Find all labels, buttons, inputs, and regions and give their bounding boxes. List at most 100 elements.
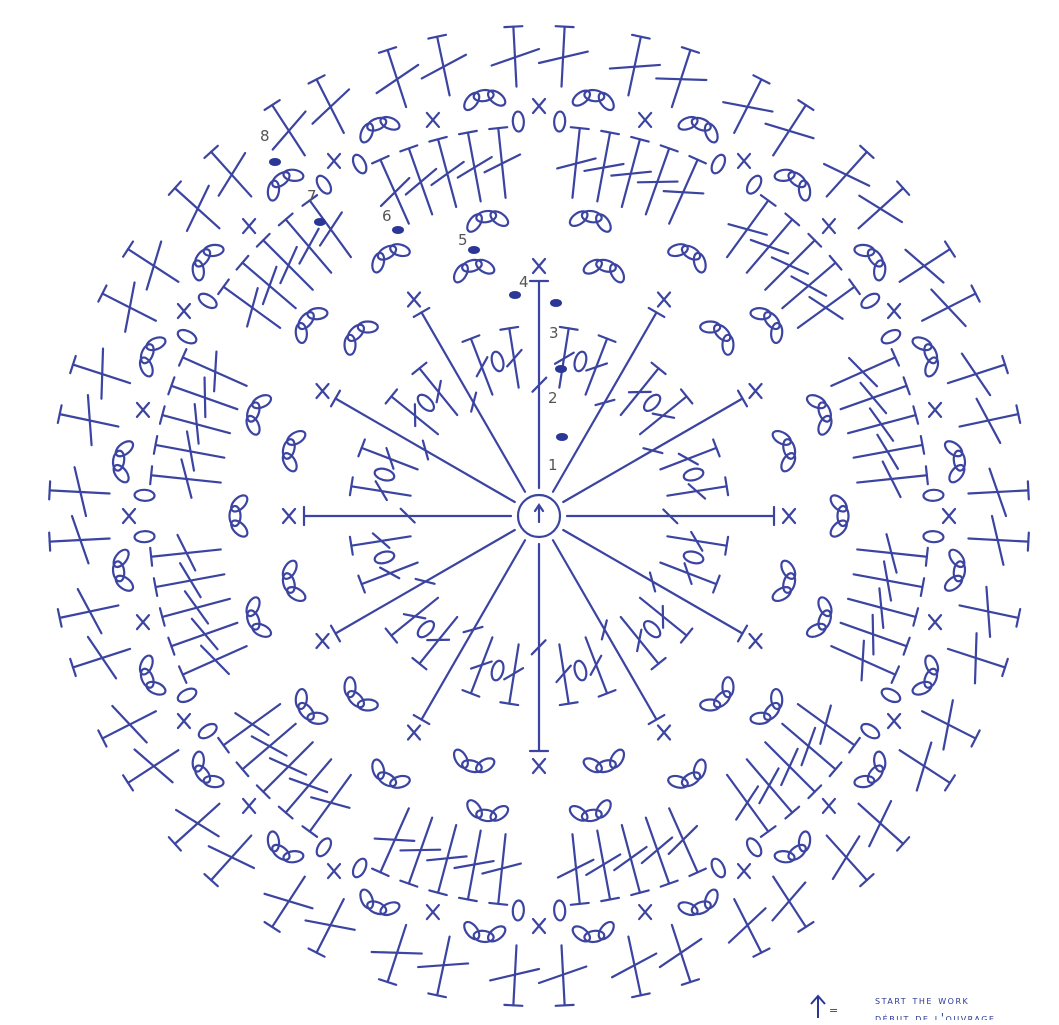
stitch-slash bbox=[664, 191, 704, 193]
round-6-double-crochet bbox=[848, 588, 918, 628]
chain-stitch bbox=[192, 260, 206, 281]
round-2-chain bbox=[373, 467, 395, 483]
stitch-slash bbox=[642, 838, 672, 864]
round-6-double-crochet bbox=[664, 156, 706, 224]
chain-stitch bbox=[779, 451, 799, 474]
chain-stitch bbox=[451, 747, 471, 770]
round-7-chain-arc bbox=[942, 547, 967, 594]
round-6-double-crochet bbox=[857, 462, 928, 497]
round-6-chain bbox=[512, 900, 524, 921]
round-4-chain-arc bbox=[567, 208, 613, 234]
round-6-chain bbox=[709, 857, 728, 880]
round-2-double-crochet bbox=[463, 335, 493, 394]
round-8-double-crochet bbox=[859, 181, 910, 228]
stitch-top-bar bbox=[571, 903, 589, 905]
round-8-double-crochet bbox=[960, 399, 1021, 443]
stitch-top-bar bbox=[738, 391, 747, 407]
stitch-top-bar bbox=[571, 127, 589, 129]
round-7-single-crochet bbox=[137, 403, 149, 417]
round-7-chain-arc bbox=[358, 114, 401, 144]
round-6-double-crochet bbox=[482, 834, 520, 905]
round-6-double-crochet bbox=[642, 818, 678, 887]
round-6-double-crochet bbox=[168, 619, 237, 655]
round-3-single-crochet bbox=[533, 759, 545, 773]
stitch-slash bbox=[643, 448, 662, 453]
stitch-top-bar bbox=[926, 548, 928, 566]
chain-stitch bbox=[680, 770, 703, 790]
chain-stitch bbox=[750, 712, 771, 725]
round-8-double-crochet bbox=[70, 637, 130, 678]
round-6-double-crochet bbox=[854, 561, 924, 600]
round-7-chain-arc bbox=[774, 169, 811, 202]
chain-stitch bbox=[270, 842, 293, 863]
round-6-double-crochet bbox=[669, 808, 706, 876]
round-2-chain bbox=[682, 550, 704, 566]
round-6-chain bbox=[134, 531, 155, 543]
round-3-single-crochet bbox=[750, 384, 762, 398]
chain-stitch bbox=[285, 428, 308, 448]
round-8-double-crochet bbox=[766, 100, 814, 155]
round-8-double-crochet bbox=[900, 743, 955, 791]
stitch-top-bar bbox=[98, 730, 106, 746]
round-7-chain-arc bbox=[942, 438, 967, 485]
stitch-slash bbox=[185, 591, 208, 623]
stitch-slash bbox=[660, 939, 701, 967]
round-6-double-crochet bbox=[584, 131, 623, 201]
round-6-double-crochet bbox=[160, 591, 230, 625]
round-2-chain bbox=[415, 392, 437, 414]
chain-stitch bbox=[774, 169, 795, 183]
chain-stitch bbox=[570, 923, 593, 944]
stitch-top-bar bbox=[761, 826, 776, 837]
chain-stitch bbox=[607, 262, 627, 285]
chain-stitch bbox=[295, 689, 308, 710]
round-2-double-crochet bbox=[660, 440, 719, 470]
round-8-double-crochet bbox=[422, 35, 466, 96]
round-6-double-crochet bbox=[150, 535, 221, 570]
round-2-double-crochet bbox=[500, 327, 521, 388]
stitch-slash bbox=[88, 637, 116, 678]
chain-stitch bbox=[358, 322, 378, 333]
round-7-chain-arc bbox=[677, 114, 720, 144]
round-7-chain-arc bbox=[137, 335, 167, 378]
stitch-slash bbox=[125, 283, 134, 332]
chain-stitch bbox=[379, 114, 402, 132]
stitch-top-bar bbox=[926, 466, 928, 484]
round-7-chain-arc bbox=[911, 335, 941, 378]
round-label-5: 5 bbox=[458, 231, 468, 249]
round-3-single-crochet bbox=[658, 726, 670, 740]
round-3-single-crochet bbox=[283, 509, 295, 523]
chain-stitch bbox=[946, 462, 967, 485]
round-7-single-crochet bbox=[427, 113, 439, 127]
stitch-top-bar bbox=[414, 308, 430, 317]
stitch-top-bar bbox=[331, 626, 340, 642]
stitch-slash bbox=[311, 797, 349, 808]
stitch-top-bar bbox=[414, 715, 430, 724]
stitch-slash bbox=[299, 229, 318, 264]
round-1-double-crochet bbox=[304, 507, 511, 525]
stitch-slash bbox=[375, 839, 415, 841]
chain-stitch bbox=[464, 798, 484, 821]
round-7-chain-arc bbox=[911, 654, 941, 697]
round-label-6: 6 bbox=[382, 207, 392, 225]
round-3-chain-arc bbox=[700, 322, 733, 355]
round-3-single-crochet bbox=[408, 292, 420, 306]
round-6-double-crochet bbox=[168, 377, 237, 417]
round-7-single-crochet bbox=[888, 304, 900, 318]
stitch-top-bar bbox=[123, 242, 133, 257]
round-6-double-crochet bbox=[614, 825, 648, 895]
round-7-chain-arc bbox=[192, 244, 225, 281]
round-label-8: 8 bbox=[260, 127, 270, 145]
stitch-top-bar bbox=[753, 949, 769, 957]
stitch-slash bbox=[422, 55, 466, 79]
round-8-double-crochet bbox=[123, 750, 178, 791]
round-7-single-crochet bbox=[738, 864, 750, 878]
stitch-slash bbox=[112, 706, 146, 743]
stitch-slash bbox=[400, 850, 440, 851]
chain-stitch bbox=[113, 438, 136, 459]
stitch-top-bar bbox=[753, 75, 769, 83]
round-4-chain-arc bbox=[244, 392, 273, 436]
round-6-chain bbox=[744, 836, 764, 859]
stitch-slash bbox=[729, 908, 766, 942]
chain-stitch bbox=[595, 258, 617, 274]
round-3-single-crochet bbox=[316, 634, 328, 648]
